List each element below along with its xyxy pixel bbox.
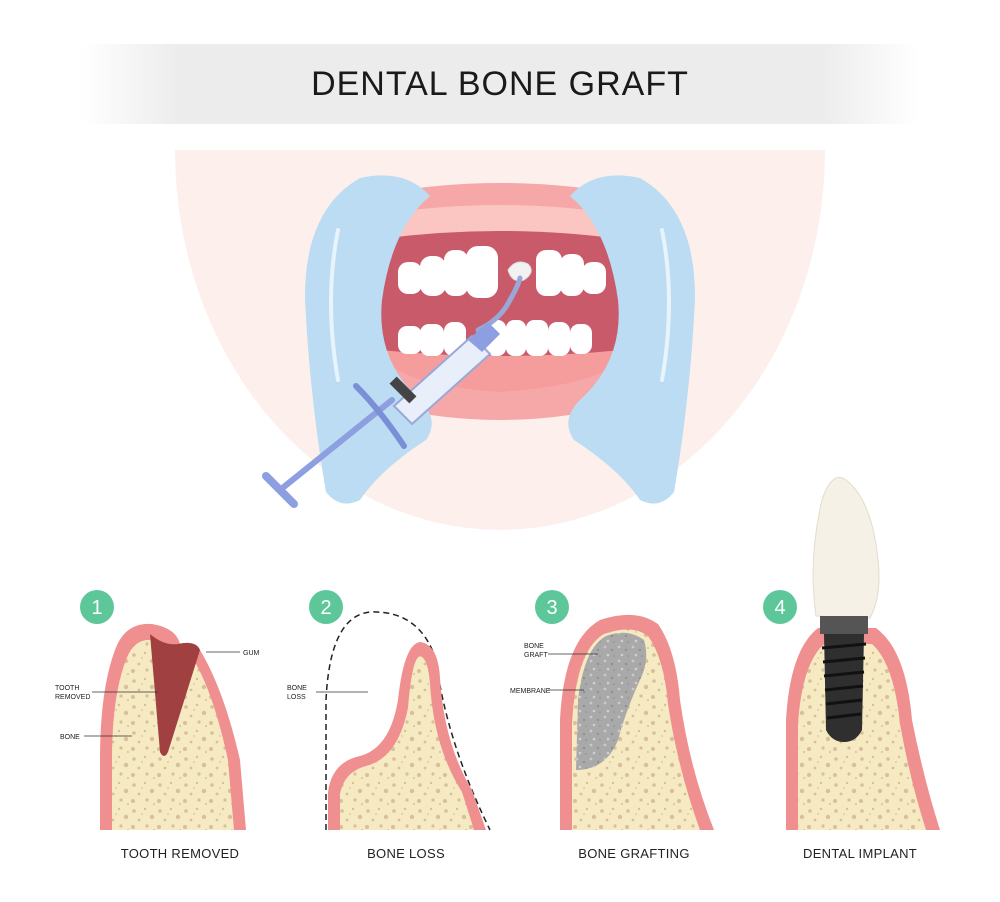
stage-1-diagram — [84, 623, 246, 830]
svg-text:1: 1 — [91, 597, 102, 619]
stage-1-badge: 1 — [80, 590, 114, 624]
upper-teeth — [398, 246, 606, 298]
stage-3-graft — [576, 632, 647, 770]
stage-2-bone — [340, 656, 474, 830]
left-retractor — [304, 175, 432, 504]
stage-2-badge: 2 — [309, 590, 343, 624]
stage-4-caption: DENTAL IMPLANT — [803, 846, 917, 861]
stage-3-diagram — [548, 614, 714, 830]
label-bone-graft-2: GRAFT — [524, 652, 548, 659]
label-tooth-removed-1: TOOTH — [55, 685, 79, 692]
stage-2-diagram — [316, 611, 491, 831]
mouth-illustration — [175, 150, 825, 530]
implant-abutment — [820, 616, 868, 634]
label-tooth-removed-2: REMOVED — [55, 694, 90, 701]
stage-3-caption: BONE GRAFTING — [578, 846, 690, 861]
stage-badges: 1 2 3 4 — [80, 590, 797, 624]
stage-3-badge: 3 — [535, 590, 569, 624]
label-bone-loss-1: BONE — [287, 685, 307, 692]
stage-4-badge: 4 — [763, 590, 797, 624]
right-retractor — [568, 175, 696, 504]
svg-text:3: 3 — [546, 597, 557, 619]
svg-text:4: 4 — [774, 597, 785, 619]
label-membrane: MEMBRANE — [510, 688, 551, 695]
label-gum: GUM — [243, 650, 260, 657]
stage-2-caption: BONE LOSS — [367, 846, 445, 861]
callout-labels: GUM TOOTH REMOVED BONE BONE LOSS BONE GR… — [55, 643, 551, 741]
syringe-icon — [262, 275, 523, 508]
implant-crown — [812, 477, 880, 619]
label-bone: BONE — [60, 734, 80, 741]
title-banner: DENTAL BONE GRAFT — [80, 44, 920, 124]
label-bone-graft-1: BONE — [524, 643, 544, 650]
svg-text:2: 2 — [320, 597, 331, 619]
implant-screw — [821, 634, 867, 742]
page-title: DENTAL BONE GRAFT — [311, 64, 689, 103]
stage-1-caption: TOOTH REMOVED — [120, 846, 240, 861]
stage-2-original-outline — [325, 611, 491, 831]
label-bone-loss-2: LOSS — [287, 694, 306, 701]
stage-4-diagram — [786, 477, 940, 830]
graft-material — [507, 261, 532, 282]
stage-1-socket — [150, 634, 200, 756]
